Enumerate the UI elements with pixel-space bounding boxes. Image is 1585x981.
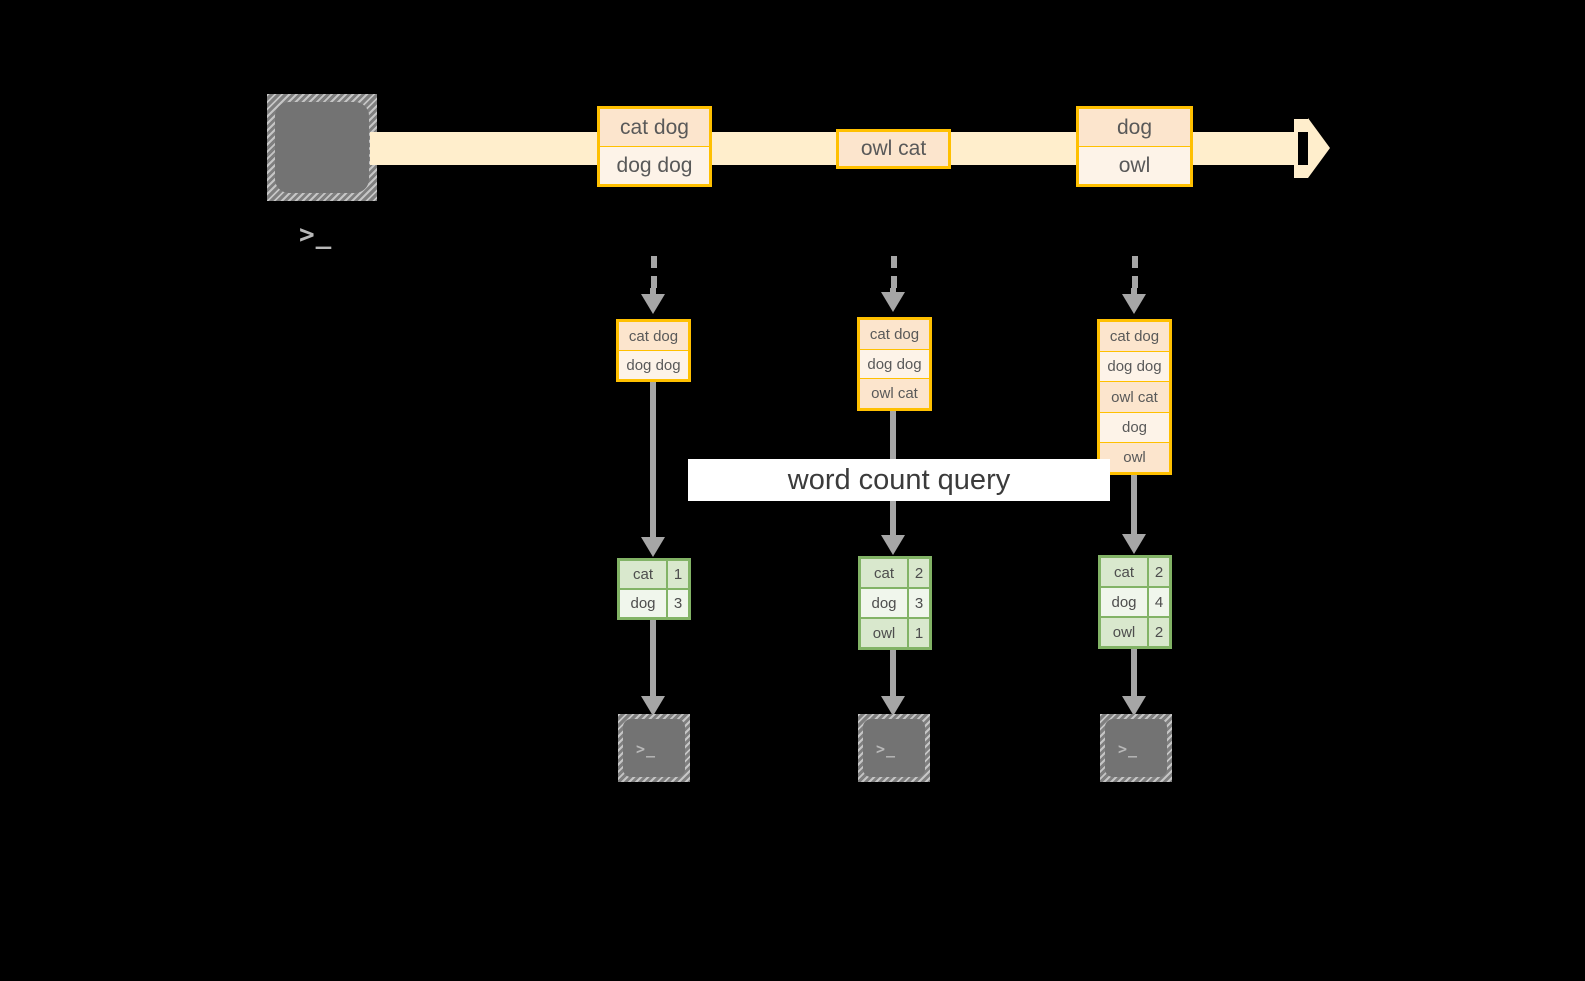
table-row: owl 1: [861, 619, 929, 647]
snapshot-2-sink-terminal-body: [863, 719, 925, 777]
snapshot-2-result-table: cat 2 dog 3 owl 1: [858, 556, 932, 650]
table-row: dog 3: [620, 590, 688, 617]
snapshot-2-accumulated-line-2: dog dog: [860, 349, 929, 380]
snapshot-2-accumulated-line-1: cat dog: [860, 320, 929, 350]
snapshot-3-accumulated-line-4: dog: [1100, 412, 1169, 443]
snapshot-3-result-word-3: owl: [1101, 618, 1149, 646]
snapshot-1-result-table: cat 1 dog 3: [617, 558, 691, 620]
snapshot-3-sink-terminal-icon: >_: [1100, 714, 1172, 782]
table-row: cat 2: [861, 559, 929, 589]
source-terminal-icon: >_: [267, 94, 377, 248]
source-terminal-prompt-glyph: >_: [299, 220, 333, 250]
table-row: cat 2: [1101, 558, 1169, 588]
snapshot-1-result-count-2: 3: [668, 590, 688, 617]
table-row: cat 1: [620, 561, 688, 590]
stream-batch-3-line-2: owl: [1079, 147, 1190, 184]
snapshot-3-ingest-arrowhead: [1122, 294, 1146, 314]
snapshot-1-sink-arrowhead: [641, 696, 665, 716]
snapshot-1-query-arrowhead: [641, 537, 665, 557]
snapshot-3-query-stem: [1131, 475, 1137, 534]
snapshot-3-sink-arrowhead: [1122, 696, 1146, 716]
stream-arrow-wing-upper: [1294, 119, 1308, 132]
snapshot-3-result-count-2: 4: [1149, 588, 1169, 616]
snapshot-1-sink-terminal-body: [623, 719, 685, 777]
snapshot-1-ingest-arrowhead: [641, 294, 665, 314]
stream-batch-1-line-2: dog dog: [600, 147, 709, 184]
snapshot-3-accumulated-line-1: cat dog: [1100, 322, 1169, 353]
stream-batch-3-line-1: dog: [1079, 109, 1190, 147]
snapshot-1-ingest-dash: [651, 256, 657, 288]
stream-batch-2: owl cat: [836, 129, 951, 169]
snapshot-3-result-word-1: cat: [1101, 558, 1149, 586]
snapshot-1-result-word-2: dog: [620, 590, 668, 617]
snapshot-3-query-arrowhead: [1122, 534, 1146, 554]
snapshot-2-result-word-3: owl: [861, 619, 909, 647]
stream-batch-1: cat dog dog dog: [597, 106, 712, 187]
snapshot-1-result-count-1: 1: [668, 561, 688, 588]
snapshot-1-query-stem: [650, 382, 656, 537]
snapshot-3-sink-terminal-body: [1105, 719, 1167, 777]
snapshot-1-accumulated-line-2: dog dog: [619, 351, 688, 379]
stream-batch-1-line-1: cat dog: [600, 109, 709, 147]
snapshot-2-sink-terminal-icon: >_: [858, 714, 930, 782]
stream-arrow-wing-lower: [1294, 165, 1308, 178]
snapshot-2-result-word-1: cat: [861, 559, 909, 587]
snapshot-3-accumulated-line-2: dog dog: [1100, 352, 1169, 383]
snapshot-2-query-arrowhead: [881, 535, 905, 555]
arrow-right-icon: [1308, 118, 1330, 178]
snapshot-2-accumulated-line-3: owl cat: [860, 379, 929, 408]
stream-batch-2-line-1: owl cat: [839, 132, 948, 166]
table-row: dog 3: [861, 589, 929, 619]
snapshot-1-result-word-1: cat: [620, 561, 668, 588]
snapshot-2-sink-stem: [890, 650, 896, 696]
snapshot-2-result-count-1: 2: [909, 559, 929, 587]
snapshot-1-sink-stem: [650, 620, 656, 696]
snapshot-3-result-word-2: dog: [1101, 588, 1149, 616]
query-label: word count query: [688, 459, 1110, 501]
snapshot-1-accumulated-table: cat dog dog dog: [616, 319, 691, 382]
snapshot-3-ingest-stem: [1131, 288, 1137, 296]
snapshot-2-ingest-arrowhead: [881, 292, 905, 312]
table-row: owl 2: [1101, 618, 1169, 646]
snapshot-3-accumulated-table: cat dog dog dog owl cat dog owl: [1097, 319, 1172, 475]
source-terminal-body: [275, 102, 369, 193]
snapshot-2-accumulated-table: cat dog dog dog owl cat: [857, 317, 932, 411]
snapshot-3-result-count-1: 2: [1149, 558, 1169, 586]
stream-batch-3: dog owl: [1076, 106, 1193, 187]
snapshot-1-accumulated-line-1: cat dog: [619, 322, 688, 351]
snapshot-1-ingest-stem: [650, 288, 656, 296]
table-row: dog 4: [1101, 588, 1169, 618]
snapshot-2-result-count-3: 1: [909, 619, 929, 647]
snapshot-3-accumulated-line-5: owl: [1100, 442, 1169, 472]
snapshot-3-accumulated-line-3: owl cat: [1100, 382, 1169, 413]
snapshot-3-result-count-3: 2: [1149, 618, 1169, 646]
snapshot-3-result-table: cat 2 dog 4 owl 2: [1098, 555, 1172, 649]
snapshot-2-ingest-dash: [891, 256, 897, 288]
snapshot-2-result-word-2: dog: [861, 589, 909, 617]
snapshot-2-sink-arrowhead: [881, 696, 905, 716]
snapshot-3-ingest-dash: [1132, 256, 1138, 288]
snapshot-3-sink-stem: [1131, 649, 1137, 696]
snapshot-2-result-count-2: 3: [909, 589, 929, 617]
snapshot-2-ingest-stem: [890, 288, 896, 294]
snapshot-1-sink-terminal-icon: >_: [618, 714, 690, 782]
